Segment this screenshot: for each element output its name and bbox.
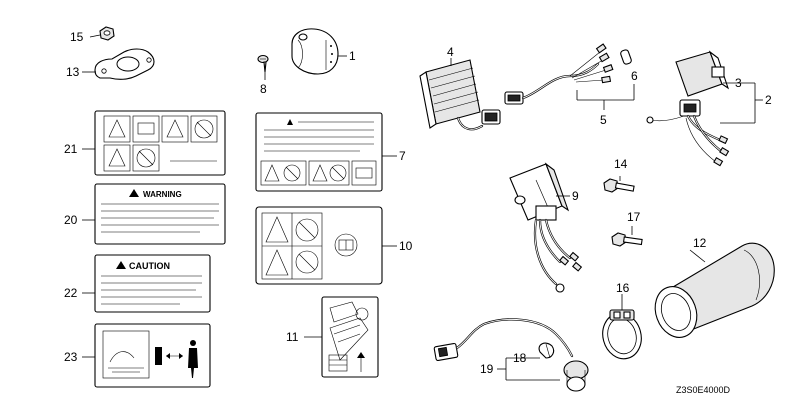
part-8-screw bbox=[257, 54, 269, 73]
callout-3: 3 bbox=[735, 76, 742, 90]
callout-2: 2 bbox=[765, 93, 772, 107]
callout-6: 6 bbox=[631, 69, 638, 83]
label-11-filter bbox=[321, 296, 379, 378]
label-21-safety-icons bbox=[94, 110, 226, 176]
part-15-nut bbox=[99, 26, 115, 41]
callout-21: 21 bbox=[64, 142, 78, 156]
callout-17: 17 bbox=[627, 210, 641, 224]
part-5-wire-harness bbox=[504, 43, 614, 105]
callout-13: 13 bbox=[66, 65, 80, 79]
label-7-operation bbox=[255, 112, 383, 192]
callout-23: 23 bbox=[64, 350, 78, 364]
part-1-coil-cap bbox=[291, 28, 339, 75]
callout-4: 4 bbox=[447, 45, 454, 59]
part-3-igniter bbox=[646, 50, 730, 167]
callout-1: 1 bbox=[349, 49, 356, 63]
callout-15: 15 bbox=[70, 30, 84, 44]
callout-20: 20 bbox=[64, 213, 78, 227]
callout-9: 9 bbox=[572, 189, 579, 203]
callout-19: 19 bbox=[480, 362, 494, 376]
label-10-symbols bbox=[255, 206, 383, 285]
callout-7: 7 bbox=[399, 149, 406, 163]
label-20-warning: WARNING bbox=[94, 183, 226, 245]
part-18-clip bbox=[538, 342, 555, 359]
callout-12: 12 bbox=[693, 236, 707, 250]
callout-14: 14 bbox=[614, 157, 628, 171]
part-12-duct bbox=[654, 242, 775, 338]
part-17-bolt bbox=[611, 232, 643, 247]
part-14-bolt bbox=[603, 178, 635, 193]
part-19-sensor-harness bbox=[433, 318, 589, 392]
caution-label-text: CAUTION bbox=[129, 261, 170, 271]
part-9-regulator bbox=[509, 162, 583, 293]
part-13-gasket bbox=[94, 48, 155, 80]
callout-11: 11 bbox=[286, 330, 299, 344]
callout-5: 5 bbox=[600, 113, 607, 127]
label-22-caution: CAUTION bbox=[94, 254, 211, 313]
label-23-hot-surface bbox=[94, 323, 211, 388]
callout-10: 10 bbox=[399, 239, 413, 253]
part-6-terminal bbox=[620, 49, 632, 65]
callout-16: 16 bbox=[616, 281, 630, 295]
part-4-regulator bbox=[419, 59, 501, 131]
callout-22: 22 bbox=[64, 286, 78, 300]
callout-8: 8 bbox=[260, 82, 267, 96]
warning-label-text: WARNING bbox=[143, 190, 182, 199]
diagram-code: Z3S0E4000D bbox=[676, 385, 731, 395]
part-16-clamp bbox=[602, 309, 642, 360]
callout-18: 18 bbox=[513, 351, 527, 365]
